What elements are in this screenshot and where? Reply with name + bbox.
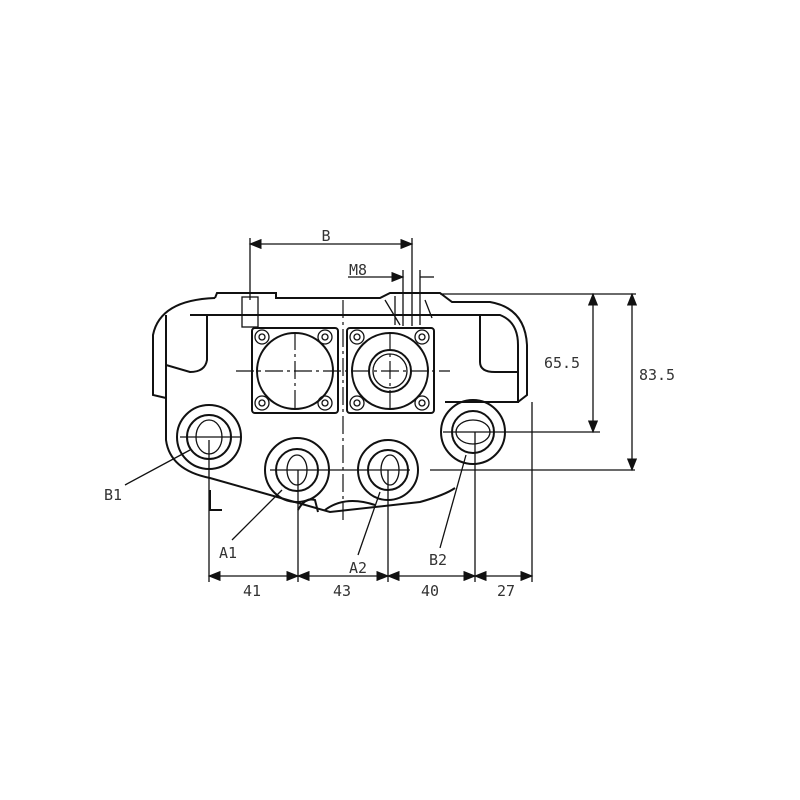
height-83-label: 83.5 bbox=[639, 366, 675, 384]
spacing-label: 27 bbox=[497, 582, 515, 600]
thread-label: M8 bbox=[349, 261, 367, 279]
spacing-label: 43 bbox=[333, 582, 351, 600]
dimension-b-label: B bbox=[321, 227, 330, 245]
spacing-label: 40 bbox=[421, 582, 439, 600]
spacing-label: 41 bbox=[243, 582, 261, 600]
valve-body bbox=[152, 292, 528, 514]
port-label-b2: B2 bbox=[429, 551, 447, 569]
port-label-b1: B1 bbox=[104, 486, 122, 504]
dimensions bbox=[207, 238, 638, 582]
port-label-a1: A1 bbox=[219, 544, 237, 562]
port-label-a2: A2 bbox=[349, 559, 367, 577]
height-65-label: 65.5 bbox=[544, 354, 580, 372]
center-lines bbox=[180, 300, 635, 520]
leader-lines bbox=[124, 449, 467, 556]
